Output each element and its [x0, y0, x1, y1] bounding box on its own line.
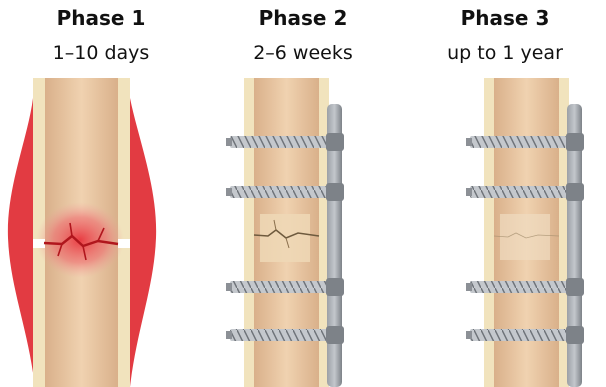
phase-1: Phase 1 1–10 days [0, 0, 202, 387]
phase-2: Phase 2 2–6 weeks [202, 0, 404, 387]
phase-2-duration: 2–6 weeks [202, 42, 404, 64]
phase-1-illustration [0, 78, 202, 387]
phase-2-illustration [202, 78, 404, 387]
phase-3-illustration [404, 78, 606, 387]
phase-3: Phase 3 up to 1 year [404, 0, 606, 387]
phase-1-duration: 1–10 days [0, 42, 202, 64]
phase-1-title: Phase 1 [0, 6, 202, 30]
bruise [36, 202, 124, 278]
phase-3-duration: up to 1 year [404, 42, 606, 64]
phase-2-title: Phase 2 [202, 6, 404, 30]
phase-3-title: Phase 3 [404, 6, 606, 30]
